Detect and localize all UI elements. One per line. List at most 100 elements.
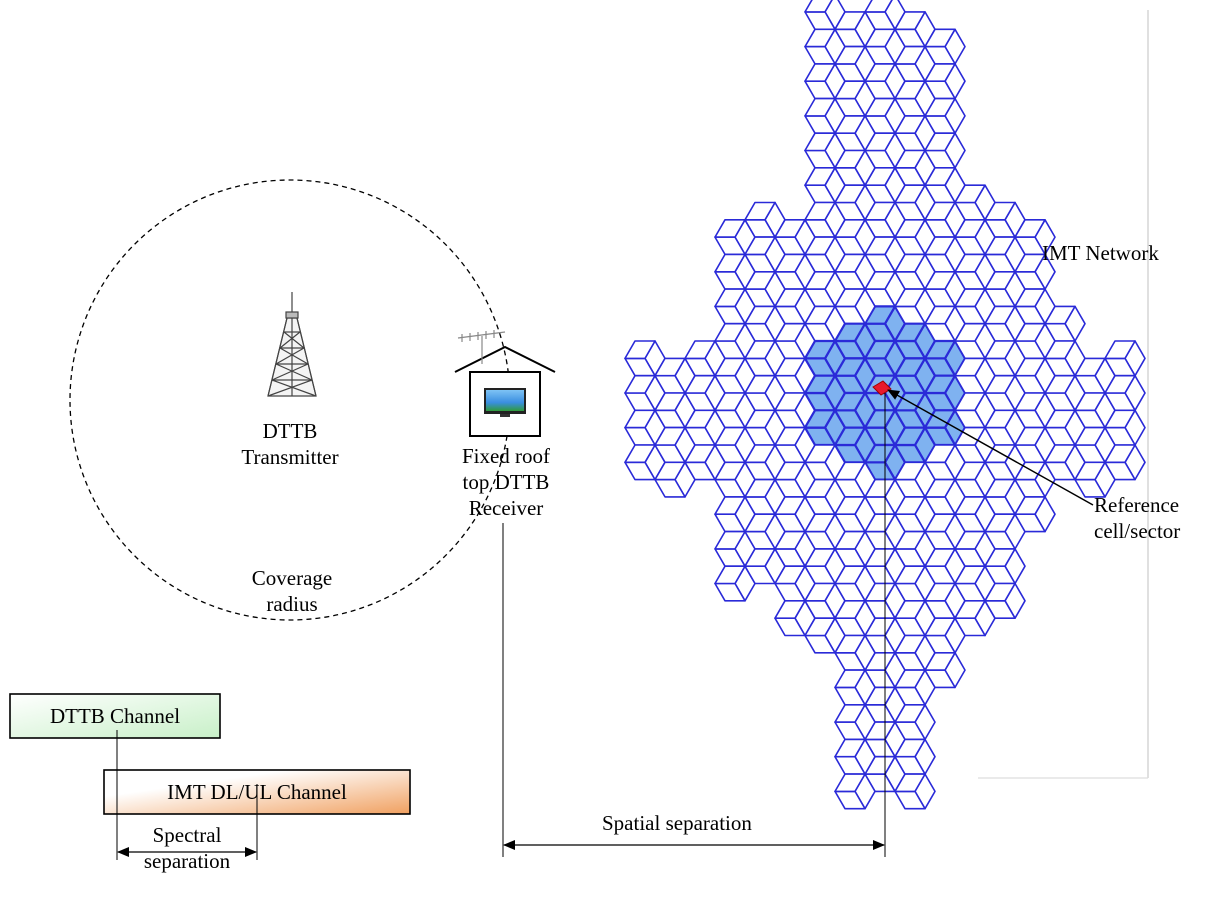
cell-sector xyxy=(924,97,956,117)
cell-sector xyxy=(714,253,746,273)
cell-sector xyxy=(744,270,776,290)
imt-network-label: IMT Network xyxy=(1042,241,1159,265)
transmission-tower-icon xyxy=(267,292,317,397)
cell-sector xyxy=(833,426,867,447)
cell-sector xyxy=(804,201,836,221)
cell-sector xyxy=(894,80,926,100)
cell-sector xyxy=(804,132,836,152)
cell-sector xyxy=(714,357,746,377)
cell-sector xyxy=(744,236,776,256)
cell-sector xyxy=(924,28,956,48)
cell-sector xyxy=(1104,374,1136,394)
cell-sector xyxy=(744,548,776,568)
cell-sector xyxy=(714,496,746,516)
cell-sector xyxy=(894,11,926,31)
cell-sector xyxy=(1014,392,1046,412)
cell-sector xyxy=(774,461,806,481)
cell-sector xyxy=(984,513,1016,533)
cell-sector xyxy=(1014,253,1046,273)
cell-sector xyxy=(714,530,746,550)
cell-sector xyxy=(833,391,867,412)
cell-sector xyxy=(624,374,656,394)
cell-sector xyxy=(924,513,956,533)
cell-sector xyxy=(803,339,837,360)
cell-sector xyxy=(894,288,926,308)
cell-sector xyxy=(1044,444,1076,464)
cell-sector xyxy=(984,340,1016,360)
cell-sector xyxy=(984,582,1016,602)
cell-sector xyxy=(833,322,867,343)
cell-sector xyxy=(834,219,866,238)
cell-sector xyxy=(834,496,866,516)
cell-sector xyxy=(984,374,1016,394)
cell-sector xyxy=(774,392,806,412)
cell-sector xyxy=(954,253,986,273)
cell-sector xyxy=(924,63,956,82)
cell-sector xyxy=(804,97,836,117)
imt-channel-label: IMT DL/UL Channel xyxy=(167,779,347,804)
cell-sector xyxy=(804,582,836,602)
cell-sector xyxy=(954,461,986,481)
cell-sector xyxy=(1044,340,1076,360)
cell-sector xyxy=(894,634,926,654)
cell-sector xyxy=(894,496,926,516)
cell-sector xyxy=(864,0,893,13)
cell-sector xyxy=(984,236,1016,256)
cell-sector xyxy=(834,461,866,481)
cell-sector xyxy=(834,80,866,100)
cell-sector xyxy=(714,219,746,238)
cell-sector xyxy=(804,617,836,637)
cell-sector xyxy=(624,409,656,429)
cell-sector xyxy=(1104,340,1136,360)
cell-sector xyxy=(954,496,986,516)
cell-sector xyxy=(774,219,806,238)
cell-sector xyxy=(1074,461,1106,481)
cell-sector xyxy=(924,236,956,256)
cell-sector xyxy=(834,634,866,654)
cell-sector xyxy=(954,599,986,620)
reference-pointer-arrow xyxy=(887,389,1094,506)
cell-sector xyxy=(714,288,746,308)
cell-sector xyxy=(774,322,806,342)
cell-sector xyxy=(923,374,957,395)
cell-sector xyxy=(924,305,956,325)
cell-sector xyxy=(924,617,956,637)
cell-sector xyxy=(954,565,986,585)
cell-sector xyxy=(774,565,806,585)
imt-network-cell-grid xyxy=(624,0,1146,810)
cell-sector xyxy=(774,496,806,516)
cell-sector xyxy=(923,339,957,360)
dttb-channel-box xyxy=(9,693,221,739)
cell-sector xyxy=(834,149,866,169)
cell-sector xyxy=(714,426,746,446)
dttb-channel-label: DTTB Channel xyxy=(49,703,181,728)
cell-sector xyxy=(984,409,1016,429)
cell-sector xyxy=(954,392,986,412)
reference-cell-label: Reference cell/sector xyxy=(1094,492,1180,544)
cell-sector xyxy=(1104,444,1136,464)
cell-sector xyxy=(984,270,1016,290)
cell-sector xyxy=(684,444,716,464)
cell-sector xyxy=(924,132,956,152)
cell-sector xyxy=(1014,322,1046,342)
reference-cell-label-line2: cell/sector xyxy=(1094,519,1181,543)
cell-sector xyxy=(804,167,836,186)
cell-sector xyxy=(803,374,837,395)
cell-sector xyxy=(714,461,746,481)
cell-sector xyxy=(804,270,836,290)
cell-sector xyxy=(804,236,836,256)
cell-sector xyxy=(804,513,836,533)
coverage-radius-label: Coverage radius xyxy=(232,565,352,617)
cell-sector xyxy=(1104,409,1136,429)
cell-sector xyxy=(984,548,1016,568)
cell-sector xyxy=(894,115,926,134)
cell-sector xyxy=(924,651,956,671)
cell-sector xyxy=(834,288,866,308)
cell-sector xyxy=(894,45,926,65)
cell-sector xyxy=(894,219,926,238)
cell-sector xyxy=(744,409,776,429)
cell-sector xyxy=(804,63,836,82)
cell-sector xyxy=(894,461,926,481)
cell-sector xyxy=(654,426,686,446)
